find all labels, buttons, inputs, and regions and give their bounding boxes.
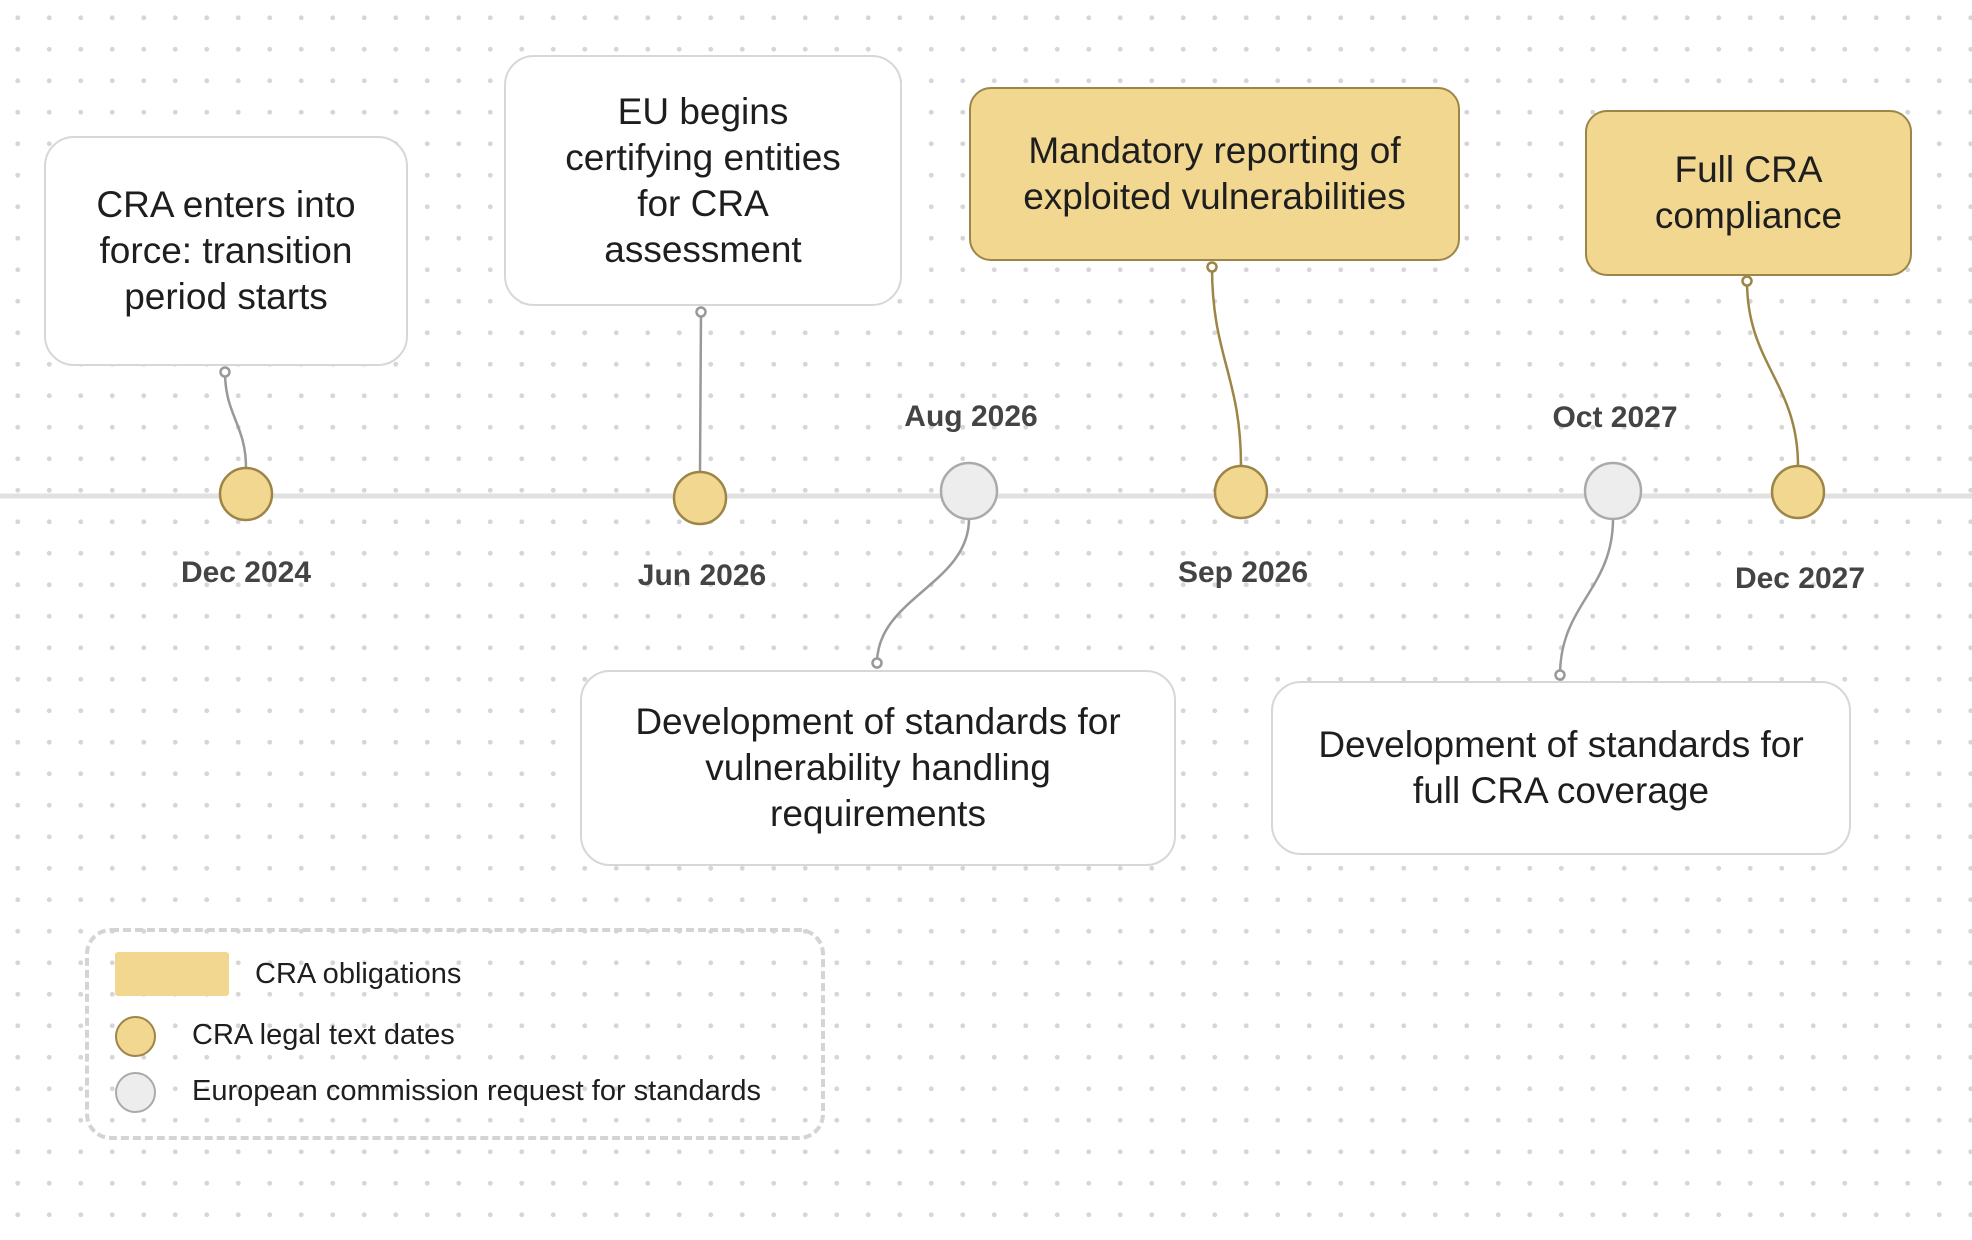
connector-line xyxy=(1558,518,1615,676)
connector-line xyxy=(1745,280,1800,467)
date-label-dec-2027: Dec 2027 xyxy=(1734,562,1866,595)
commission-request-marker xyxy=(1583,461,1643,521)
milestone-card-text: Development of standards for vulnerabili… xyxy=(635,701,1121,834)
date-label-oct-2027: Oct 2027 xyxy=(1552,401,1678,434)
legal-date-marker xyxy=(1770,464,1826,520)
connector-anchor-dot xyxy=(1554,669,1566,681)
legend-commission-swatch xyxy=(115,1072,156,1113)
legal-date-marker xyxy=(672,470,728,526)
milestone-card-text: CRA enters into force: transition period… xyxy=(96,184,356,317)
milestone-card-vulnerability-standards[interactable]: Development of standards for vulnerabili… xyxy=(580,670,1176,866)
milestone-card-full-coverage-standards[interactable]: Development of standards for full CRA co… xyxy=(1271,681,1851,855)
connector-line xyxy=(875,518,971,664)
legal-date-marker xyxy=(218,466,274,522)
milestone-card-text: Development of standards for full CRA co… xyxy=(1318,724,1804,811)
legend-obligation-swatch xyxy=(115,952,229,996)
milestone-card-text: Mandatory reporting of exploited vulnera… xyxy=(1023,130,1406,217)
connector-anchor-dot xyxy=(695,306,707,318)
connector-line xyxy=(1210,266,1243,467)
date-label-sep-2026: Sep 2026 xyxy=(1177,556,1309,589)
legend-obligations-label: CRA obligations xyxy=(255,958,462,990)
milestone-card-text: EU begins certifying entities for CRA as… xyxy=(565,90,841,270)
date-label-aug-2026: Aug 2026 xyxy=(904,400,1038,433)
connector-anchor-dot xyxy=(1741,275,1753,287)
legend: CRA obligations CRA legal text dates Eur… xyxy=(85,928,825,1140)
commission-request-marker xyxy=(939,461,999,521)
legal-date-marker xyxy=(1213,464,1269,520)
connector-anchor-dot xyxy=(219,366,231,378)
connector-line xyxy=(223,371,248,469)
legend-commission-label: European commission request for standard… xyxy=(192,1075,762,1107)
legend-legal-date-swatch xyxy=(115,1016,156,1057)
date-label-jun-2026: Jun 2026 xyxy=(637,559,767,592)
connector-anchor-dot xyxy=(871,657,883,669)
milestone-card-full-compliance[interactable]: Full CRA compliance xyxy=(1585,110,1912,276)
connector-line xyxy=(698,311,703,473)
milestone-card-eu-certifying[interactable]: EU begins certifying entities for CRA as… xyxy=(504,55,902,306)
milestone-card-cra-enters-force[interactable]: CRA enters into force: transition period… xyxy=(44,136,408,366)
milestone-card-mandatory-reporting[interactable]: Mandatory reporting of exploited vulnera… xyxy=(969,87,1460,261)
date-label-dec-2024: Dec 2024 xyxy=(180,556,312,589)
legend-legal-dates-label: CRA legal text dates xyxy=(192,1019,455,1051)
connector-anchor-dot xyxy=(1206,261,1218,273)
milestone-card-text: Full CRA compliance xyxy=(1654,149,1843,236)
